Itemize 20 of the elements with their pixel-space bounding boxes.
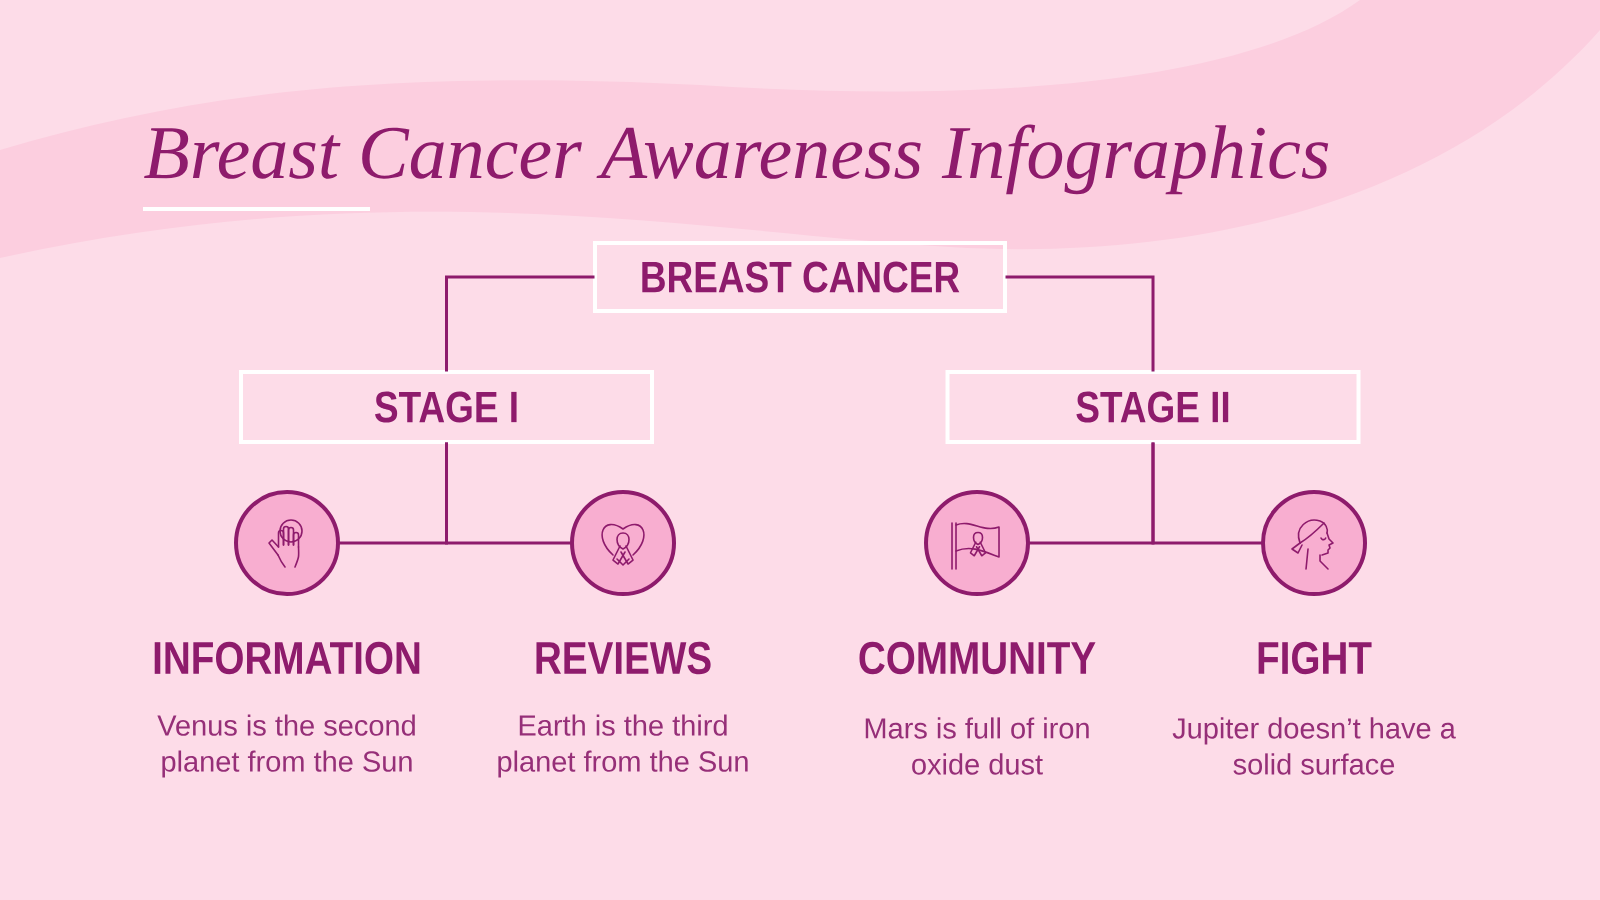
heading: REVIEWS [536,641,711,675]
connector-line [445,442,572,545]
connector-line [1005,275,1155,372]
icon-circle [924,490,1030,596]
connector-line [445,275,595,372]
description: Earth is the third planet from the Sun [498,714,748,778]
icon-circle [570,490,676,596]
label-box: BREAST CANCER [593,241,1007,313]
heading: FIGHT [1258,641,1372,675]
icon-circle [1261,490,1367,596]
heading: COMMUNITY [859,641,1096,675]
heading: INFORMATION [154,641,420,675]
label-box: STAGE II [945,370,1361,444]
connector-line [1151,442,1263,545]
description: Mars is full of iron oxide dust [865,717,1089,775]
title: Breast Cancer Awareness Infographics [144,124,1329,195]
description: Venus is the second planet from the Sun [157,714,415,778]
icon-circle [234,490,340,596]
label-box: STAGE I [239,370,654,444]
description: Jupiter doesn’t have a solid surface [1172,717,1456,775]
